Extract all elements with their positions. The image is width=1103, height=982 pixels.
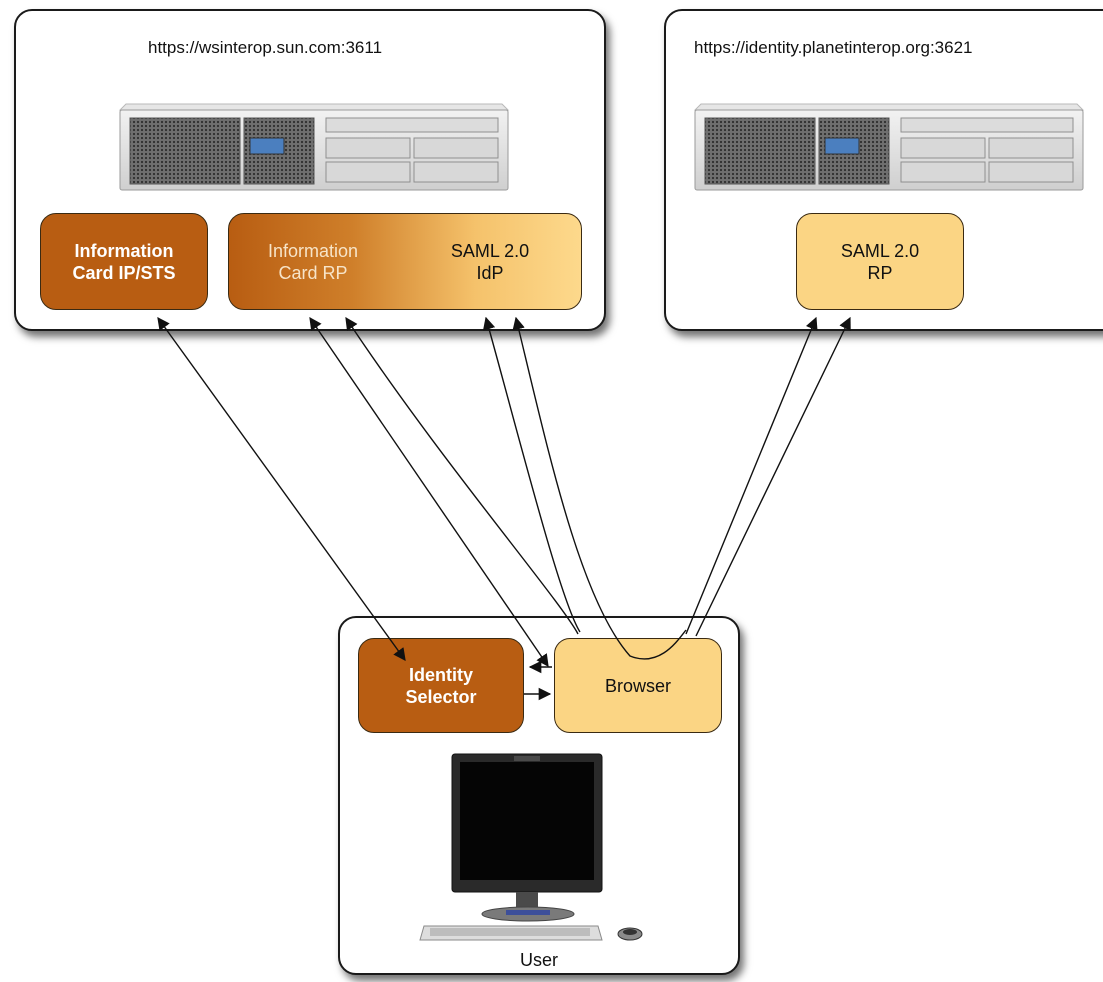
browser-box: Browser (554, 638, 722, 733)
connector-rp-browser-a (309, 316, 549, 668)
connector-saml-rp-browser-a (685, 316, 818, 635)
browser-label: Browser (604, 675, 671, 696)
rack-server-icon (693, 103, 1085, 191)
server-panel-planetinterop: https://identity.planetinterop.org:3621 … (664, 9, 1103, 331)
rack-server-icon (118, 103, 510, 191)
rp-label-line1: Information (267, 240, 359, 261)
idp-label-line2: IdP (476, 262, 504, 283)
ip-sts-label-line2: Card IP/STS (72, 262, 176, 283)
connector-idp-browser-b (512, 316, 687, 660)
connector-rp-browser-b (345, 316, 579, 635)
rp-label-line2: Card RP (278, 262, 348, 283)
connector-ip-sts-identity-selector (157, 316, 406, 662)
saml-rp-label-line1: SAML 2.0 (840, 240, 920, 261)
connector-idp-browser-a (482, 316, 581, 633)
server-url: https://wsinterop.sun.com:3611 (148, 38, 383, 57)
desktop-computer-icon (419, 753, 643, 941)
user-label: User (519, 950, 558, 970)
server-panel-wsinterop: https://wsinterop.sun.com:3611 Informati… (14, 9, 606, 331)
ip-sts-label-line1: Information (74, 240, 174, 261)
idp-label-line1: SAML 2.0 (450, 240, 530, 261)
connector-saml-rp-browser-b (695, 316, 851, 637)
server-url: https://identity.planetinterop.org:3621 (694, 38, 973, 57)
identity-selector-line2: Selector (405, 686, 477, 707)
identity-selector-line1: Identity (408, 664, 473, 685)
saml-rp-label-line2: RP (867, 262, 893, 283)
